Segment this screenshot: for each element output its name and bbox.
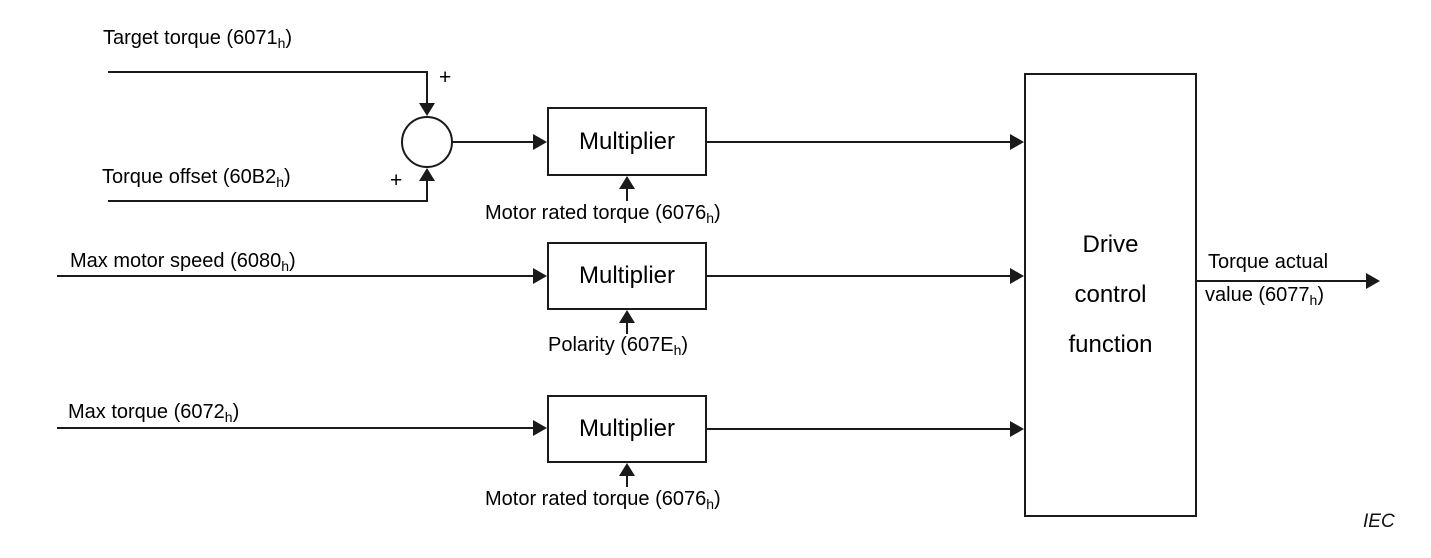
plus-sign-bottom: + [390, 169, 403, 192]
multiplier3-box: Multiplier [547, 395, 707, 463]
target-torque-label: Target torque (6071h) [103, 27, 293, 51]
arrow-right-icon [1010, 134, 1024, 150]
drive-control-function-box: Drive control function [1024, 73, 1197, 517]
motor-rated-torque1-stub-line [626, 187, 628, 201]
iec-footer-mark: IEC [1363, 511, 1395, 532]
arrow-right-icon [533, 268, 547, 284]
arrow-right-icon [1010, 421, 1024, 437]
arrow-up-icon [619, 310, 635, 323]
summing-junction [401, 116, 453, 168]
multiplier1-to-drive-line [707, 141, 1012, 143]
multiplier1-label: Multiplier [578, 127, 676, 155]
arrow-right-icon [533, 420, 547, 436]
target-torque-line [108, 71, 427, 73]
torque-offset-rise-line [426, 179, 428, 202]
max-torque-label: Max torque (6072h) [68, 401, 240, 425]
motor-rated-torque1-label: Motor rated torque (6076h) [485, 202, 721, 226]
torque-offset-line [108, 200, 427, 202]
multiplier3-label: Multiplier [578, 415, 676, 442]
torque-actual-label-line1: Torque actual [1208, 251, 1329, 273]
arrow-right-icon [1010, 268, 1024, 284]
multiplier2-label: Multiplier [578, 262, 676, 289]
motor-rated-torque3-stub-line [626, 474, 628, 487]
polarity-stub-line [626, 321, 628, 334]
max-torque-line [57, 427, 535, 429]
polarity-label: Polarity (607Eh) [548, 334, 689, 358]
torque-actual-value-line [1197, 280, 1368, 282]
drive-control-function-label: Drive control function [1068, 231, 1153, 358]
arrow-up-icon [619, 176, 635, 189]
arrow-up-icon [619, 463, 635, 476]
max-motor-speed-line [57, 275, 535, 277]
target-torque-drop-line [426, 71, 428, 105]
torque-offset-label: Torque offset (60B2h) [102, 166, 291, 190]
multiplier3-to-drive-line [707, 428, 1012, 430]
arrow-right-icon [1366, 273, 1380, 289]
multiplier2-to-drive-line [707, 275, 1012, 277]
max-motor-speed-label: Max motor speed (6080h) [70, 250, 296, 274]
multiplier1-box: Multiplier [547, 107, 707, 176]
sum-to-multiplier1-line [452, 141, 535, 143]
arrow-up-icon [419, 168, 435, 181]
arrow-right-icon [533, 134, 547, 150]
arrow-down-icon [419, 103, 435, 116]
multiplier2-box: Multiplier [547, 242, 707, 310]
plus-sign-top: + [439, 66, 452, 89]
torque-actual-label-line2: value (6077h) [1205, 284, 1324, 308]
motor-rated-torque3-label: Motor rated torque (6076h) [485, 488, 721, 512]
